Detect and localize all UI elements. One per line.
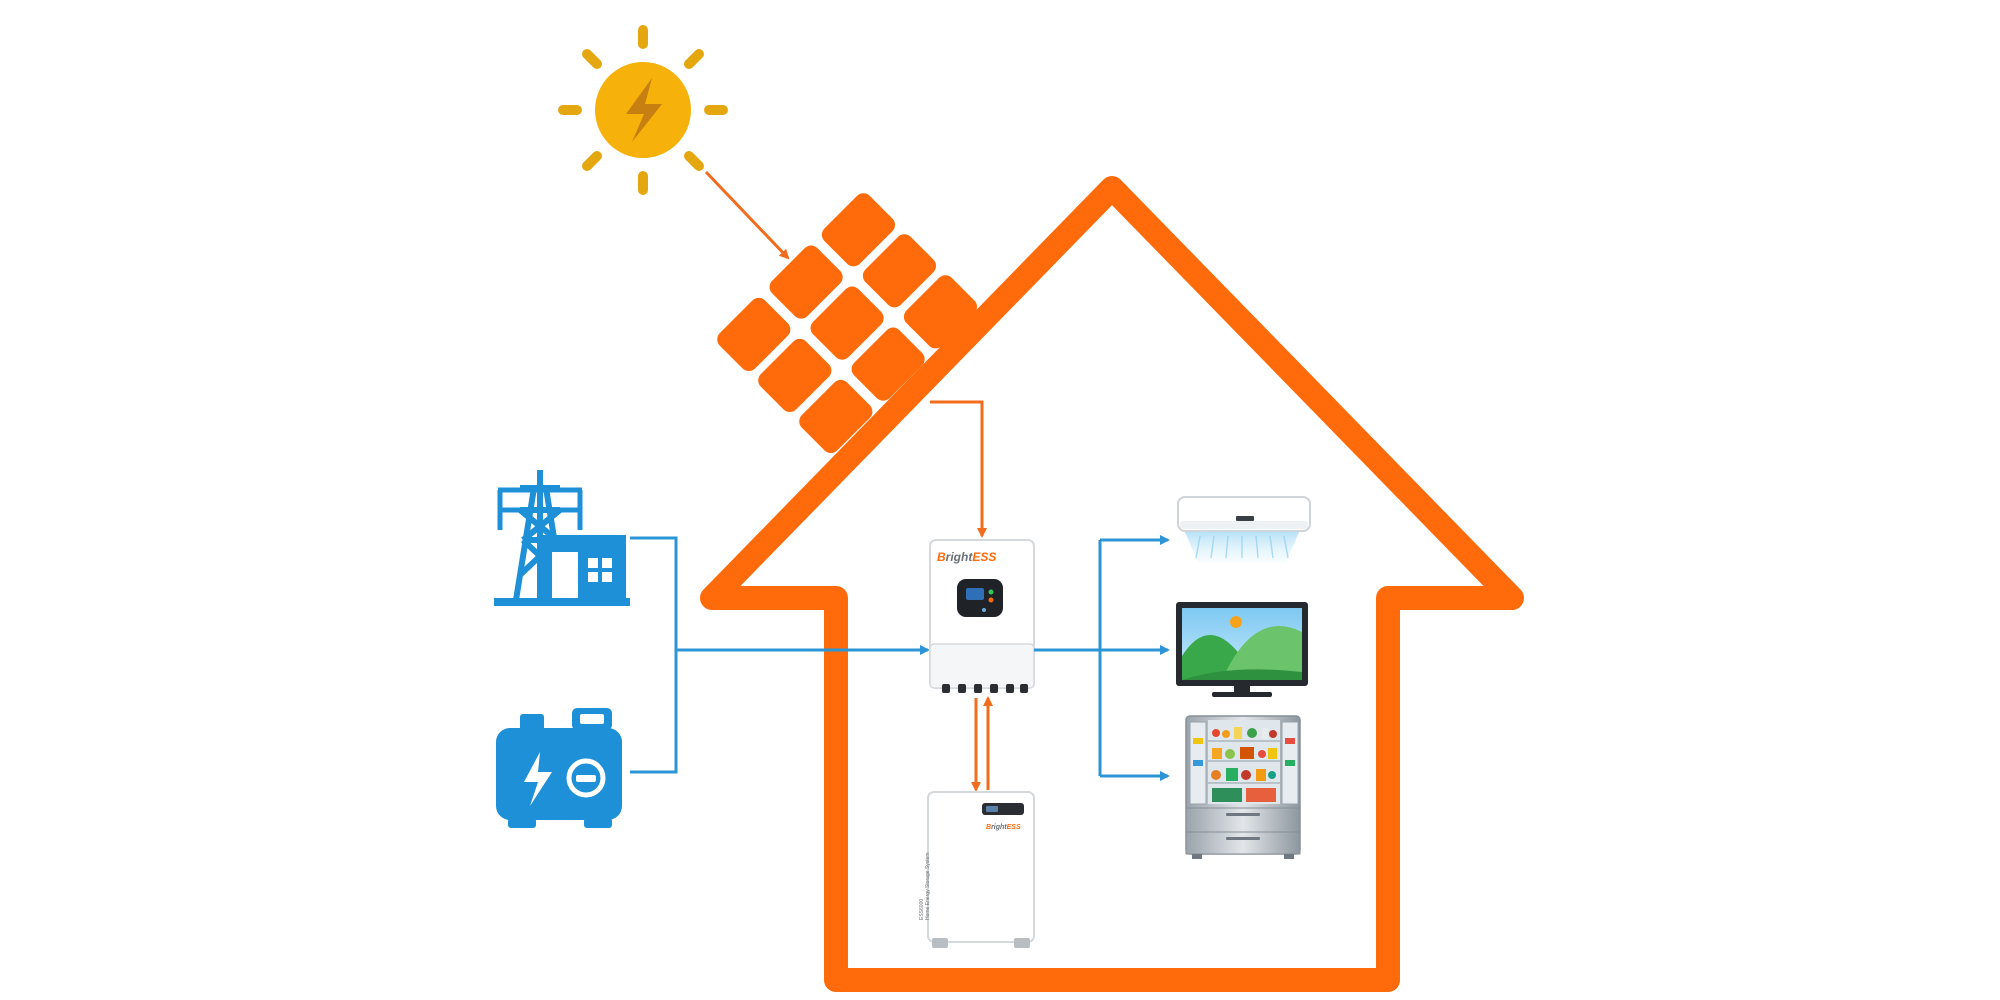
inverter-brand-prefix: B — [937, 550, 946, 564]
battery-desc-text: Home Energy Storage System — [925, 852, 931, 920]
flow-generator-to-junction — [630, 650, 678, 774]
inverter-brand-suffix: ESS — [972, 550, 996, 564]
battery-brand-prefix: B — [986, 824, 991, 831]
battery-brand-middle: right — [991, 824, 1007, 831]
power-grid-icon — [494, 470, 630, 606]
svg-text:BrightESS: BrightESS — [937, 550, 996, 564]
generator-icon — [496, 708, 622, 828]
house-outline — [700, 176, 1524, 992]
sun-icon — [558, 25, 728, 195]
battery-icon: BrightESS ESS6000 Home Energy Storage Sy… — [919, 791, 1035, 948]
battery-brand-suffix: ESS — [1007, 824, 1021, 831]
television-icon — [1176, 602, 1308, 697]
refrigerator-icon — [1185, 715, 1301, 859]
inverter-icon: BrightESS — [929, 539, 1035, 693]
inverter-brand-middle: right — [946, 550, 974, 564]
svg-text:BrightESS: BrightESS — [986, 824, 1021, 831]
flow-panel-to-inverter — [930, 400, 987, 538]
flow-sun-to-panel — [704, 170, 790, 260]
air-conditioner-icon — [1177, 496, 1311, 562]
solar-panel-icon — [717, 193, 978, 454]
flow-grid-to-junction — [630, 536, 678, 650]
battery-model-text: ESS6000 — [919, 899, 925, 920]
